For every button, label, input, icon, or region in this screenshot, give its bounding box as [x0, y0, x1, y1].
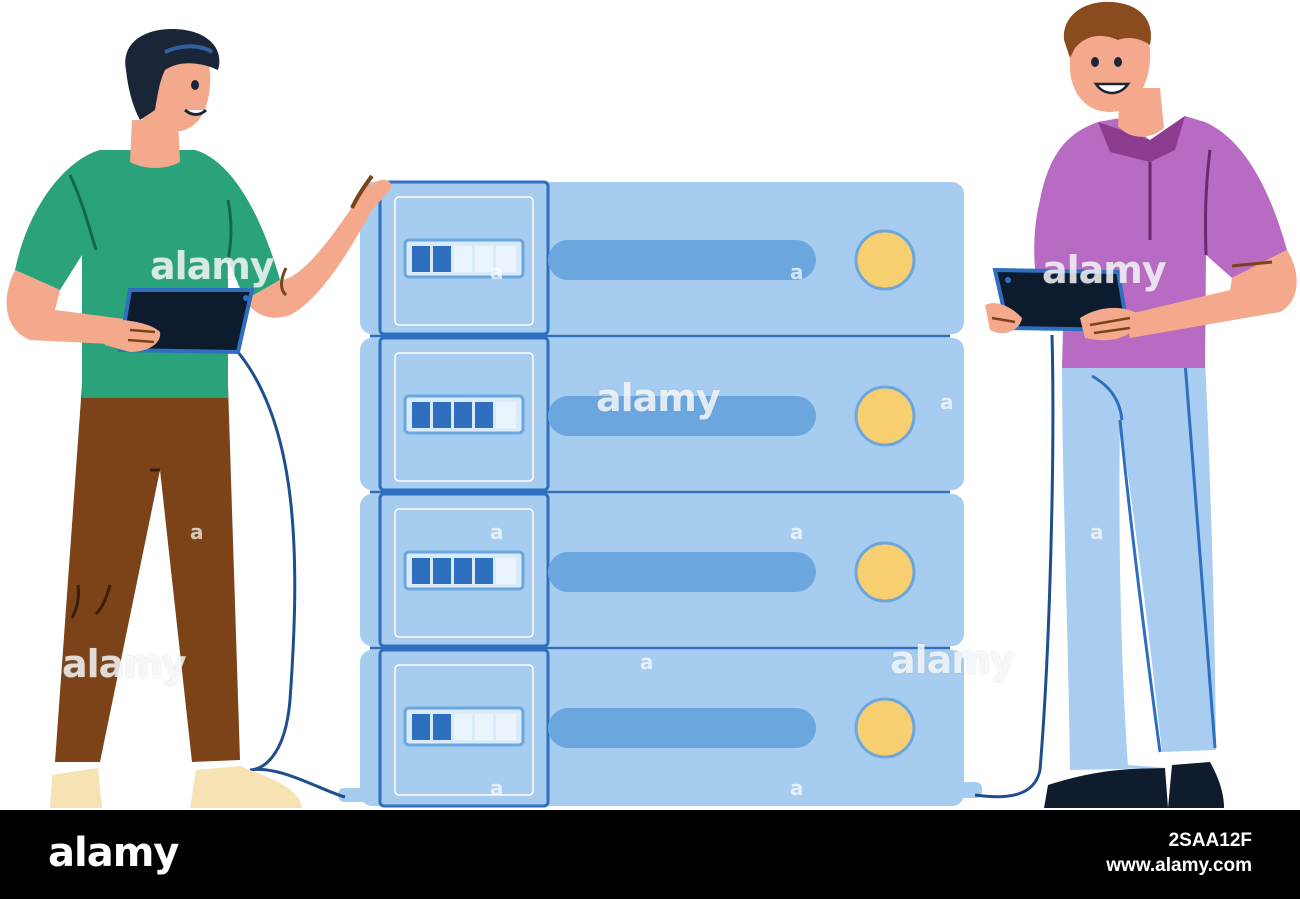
- right-person-collar: [1098, 116, 1185, 162]
- stock-footer-bar: alamy 2SAA12F www.alamy.com: [0, 810, 1300, 899]
- left-person-hair: [125, 29, 220, 120]
- left-person-left-arm: [6, 270, 132, 345]
- left-person-pants: [55, 385, 240, 762]
- server-unit-3: [360, 492, 964, 650]
- illustration-scene: alamy alamy alamy alamy alamy a a a a a …: [6, 1, 1297, 808]
- right-person-pants: [1062, 360, 1216, 770]
- footer-logo: alamy: [48, 830, 179, 876]
- left-person-neck: [130, 120, 180, 168]
- indicator-light-3: [854, 541, 916, 603]
- footer-image-id: 2SAA12F: [1168, 830, 1252, 851]
- footer-url: www.alamy.com: [1106, 855, 1252, 876]
- capacity-meter-2: [412, 402, 516, 428]
- indicator-light-4: [854, 697, 916, 759]
- left-person-shoe-front: [190, 766, 302, 808]
- right-person-shoe-front: [1168, 762, 1224, 808]
- right-person: [985, 1, 1297, 808]
- capacity-meter-3: [412, 558, 516, 584]
- left-person-shirt: [15, 150, 280, 398]
- left-cable: [230, 343, 346, 799]
- footer-image-info: 2SAA12F www.alamy.com: [1106, 828, 1252, 878]
- right-person-hair: [1063, 1, 1151, 58]
- right-person-shoe-back: [1044, 768, 1168, 808]
- capacity-meter-1: [412, 246, 516, 272]
- left-person: [6, 29, 391, 808]
- server-unit-1: [360, 180, 964, 338]
- illustration-canvas: [6, 1, 1297, 808]
- left-connector: [338, 788, 368, 802]
- right-person-face: [1070, 15, 1151, 113]
- server-rack: [338, 180, 982, 808]
- server-unit-2: [360, 336, 964, 494]
- right-cable: [974, 334, 1055, 799]
- indicator-light-2: [854, 385, 916, 447]
- capacity-meter-4: [412, 714, 516, 740]
- left-person-shoe-back: [50, 768, 102, 808]
- server-unit-4: [360, 648, 964, 808]
- indicator-light-1: [854, 229, 916, 291]
- right-person-right-arm: [1125, 250, 1297, 338]
